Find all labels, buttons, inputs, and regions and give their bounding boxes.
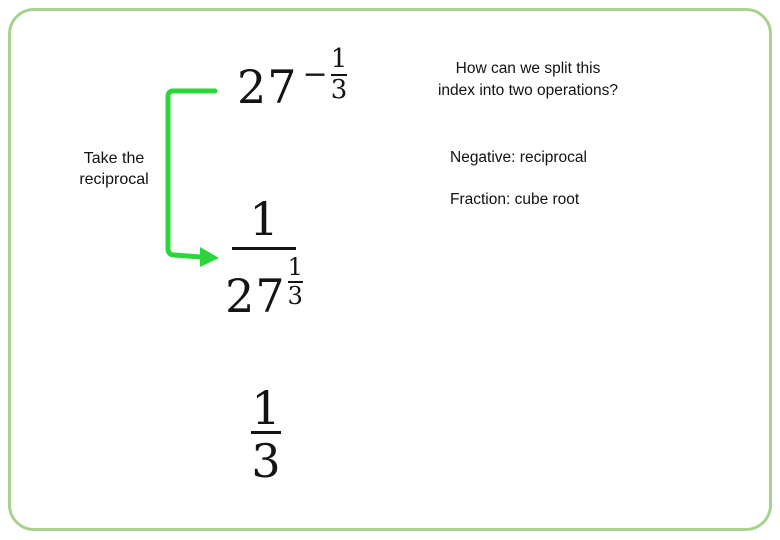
question-line-2: index into two operations? <box>437 82 619 99</box>
fraction-bar <box>232 247 296 250</box>
denominator-exponent-denominator: 3 <box>287 282 303 311</box>
note-negative-reciprocal: Negative: reciprocal <box>450 149 587 166</box>
fraction-bar <box>287 281 303 284</box>
green-arrow-icon <box>165 88 219 267</box>
exponent-fraction-numerator: 1 <box>330 44 348 74</box>
take-the-reciprocal-label: Take the reciprocal <box>58 148 170 190</box>
fraction-bar <box>330 74 348 77</box>
denominator-exponent-numerator: 1 <box>287 253 303 281</box>
expression-base: 27 <box>237 60 298 114</box>
exponent-minus-sign: − <box>302 57 328 93</box>
left-label-line-2: reciprocal <box>79 171 149 188</box>
exponent-fraction: 1 3 <box>330 44 348 106</box>
expression-exponent: − 1 3 <box>302 44 348 106</box>
green-arrow-head <box>200 247 219 267</box>
expression-one-third: 1 3 <box>240 385 292 484</box>
expression-27-negative-third: 27 − 1 3 <box>237 44 348 114</box>
green-arrow-path <box>165 88 218 260</box>
question-line-1: How can we split this <box>455 60 601 77</box>
denominator-base: 27 <box>225 269 286 323</box>
one-third-denominator: 3 <box>251 434 281 488</box>
question-text: How can we split this index into two ope… <box>398 58 658 102</box>
reciprocal-numerator: 1 <box>249 192 279 246</box>
expression-reciprocal-fraction: 1 27 1 3 <box>214 196 314 319</box>
denominator-exponent-fraction: 1 3 <box>287 253 303 311</box>
slide-border <box>8 8 772 531</box>
note-fraction-cube-root: Fraction: cube root <box>450 191 580 208</box>
exponent-fraction-denominator: 3 <box>330 75 348 106</box>
one-third-numerator: 1 <box>251 381 281 435</box>
left-label-line-1: Take the <box>83 150 145 167</box>
reciprocal-denominator: 27 1 3 <box>225 253 303 319</box>
fraction-bar <box>251 431 281 434</box>
